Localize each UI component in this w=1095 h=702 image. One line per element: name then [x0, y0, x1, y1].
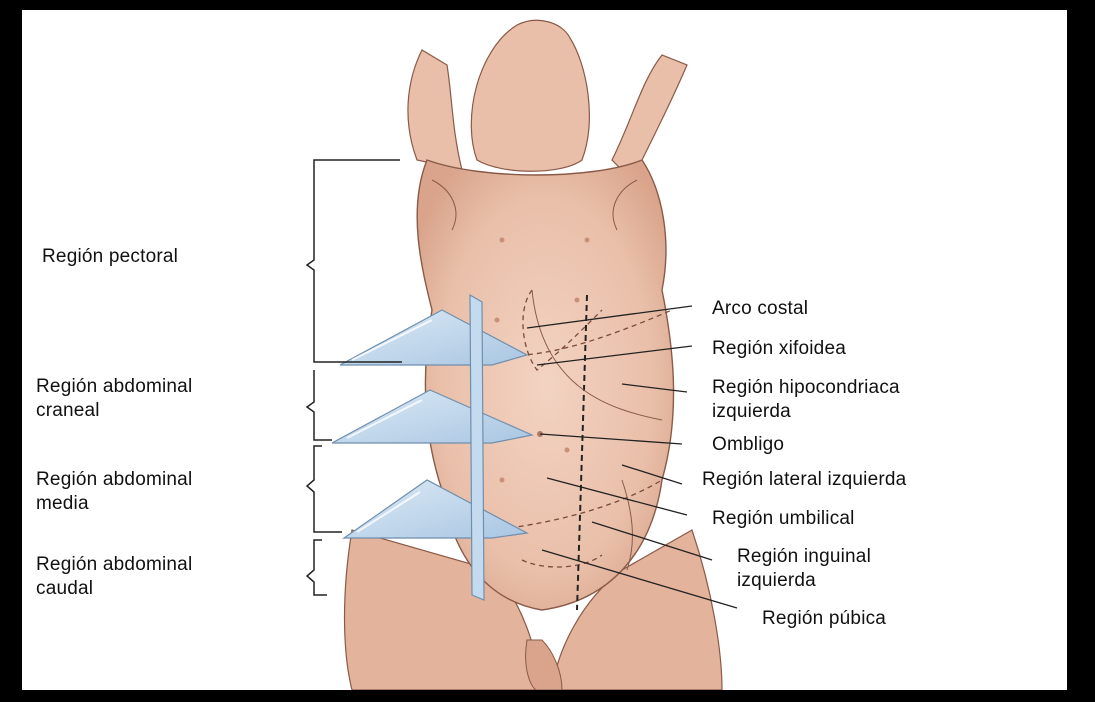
label-region-lateral-izquierda: Región lateral izquierda [702, 468, 906, 492]
left-forelimb [408, 50, 462, 170]
head [471, 20, 589, 171]
label-region-abdominal-caudal: Región abdominal caudal [36, 553, 192, 601]
right-forelimb [612, 55, 687, 180]
bracket-abdominal-craneal [307, 370, 332, 440]
sagittal-plane [470, 295, 484, 600]
bracket-pectoral [307, 160, 402, 362]
label-region-pubica: Región púbica [762, 607, 886, 631]
label-region-xifoidea: Región xifoidea [712, 337, 846, 361]
label-arco-costal: Arco costal [712, 297, 808, 321]
bracket-abdominal-caudal [307, 540, 327, 595]
diagram-canvas: Región pectoral Región abdominal craneal… [22, 10, 1067, 690]
label-region-abdominal-craneal: Región abdominal craneal [36, 375, 192, 423]
label-region-umbilical: Región umbilical [712, 507, 855, 531]
label-region-pectoral: Región pectoral [42, 245, 178, 269]
label-region-hipocondriaca-izquierda: Región hipocondriaca izquierda [712, 376, 900, 424]
label-region-inguinal-izquierda: Región inguinal izquierda [737, 545, 871, 593]
label-ombligo: Ombligo [712, 433, 784, 457]
tail [526, 640, 562, 690]
bracket-abdominal-media [307, 446, 342, 532]
label-region-abdominal-media: Región abdominal media [36, 468, 192, 516]
